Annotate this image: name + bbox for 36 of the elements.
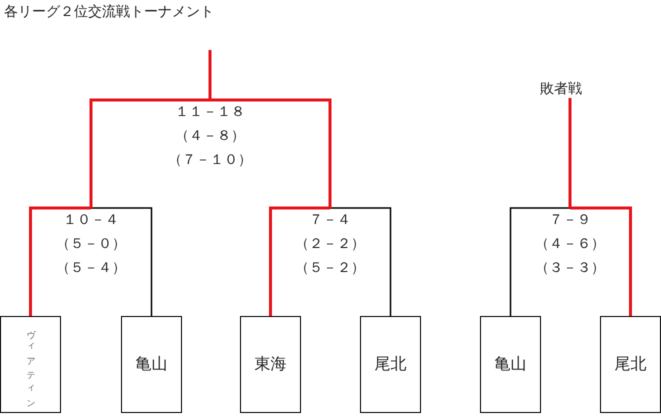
team-name: 亀山 bbox=[494, 354, 526, 375]
score-text: １０－４ bbox=[63, 211, 119, 230]
bracket-line bbox=[29, 206, 91, 316]
team-box bbox=[600, 316, 661, 413]
bracket-line bbox=[330, 207, 392, 316]
team-box bbox=[240, 316, 301, 413]
team-name: 尾北 bbox=[374, 354, 406, 375]
round-label: 敗者戦 bbox=[540, 81, 582, 97]
score-text: （７－１０） bbox=[168, 151, 252, 170]
bracket-line bbox=[210, 98, 332, 208]
score-text: ７－４ bbox=[309, 211, 351, 230]
team-name: ヴィアティン bbox=[26, 322, 36, 406]
score-text: （５－０） bbox=[56, 235, 126, 254]
team-box bbox=[121, 316, 182, 413]
score-text: （２－２） bbox=[295, 235, 365, 254]
team-name: 亀山 bbox=[136, 354, 168, 375]
score-text: （５－４） bbox=[56, 259, 126, 278]
team-box bbox=[480, 316, 541, 413]
bracket-line bbox=[570, 206, 632, 316]
bracket-line bbox=[269, 206, 330, 316]
score-text: （３－３） bbox=[535, 259, 605, 278]
score-text: （４－６） bbox=[535, 235, 605, 254]
bracket-line bbox=[510, 207, 570, 316]
bracket-line bbox=[208, 50, 212, 100]
score-text: １１－１８ bbox=[175, 103, 245, 122]
bracket-line bbox=[90, 98, 210, 208]
team-box bbox=[360, 316, 421, 413]
score-text: （４－８） bbox=[175, 127, 245, 146]
team-name: 尾北 bbox=[614, 354, 646, 375]
score-text: （５－２） bbox=[295, 259, 365, 278]
score-text: ７－９ bbox=[549, 211, 591, 230]
bracket-line bbox=[568, 98, 572, 208]
team-name: 東海 bbox=[254, 354, 286, 375]
bracket-line bbox=[91, 207, 152, 316]
title: 各リーグ２位交流戦トーナメント bbox=[4, 3, 214, 21]
team-box bbox=[0, 316, 61, 413]
